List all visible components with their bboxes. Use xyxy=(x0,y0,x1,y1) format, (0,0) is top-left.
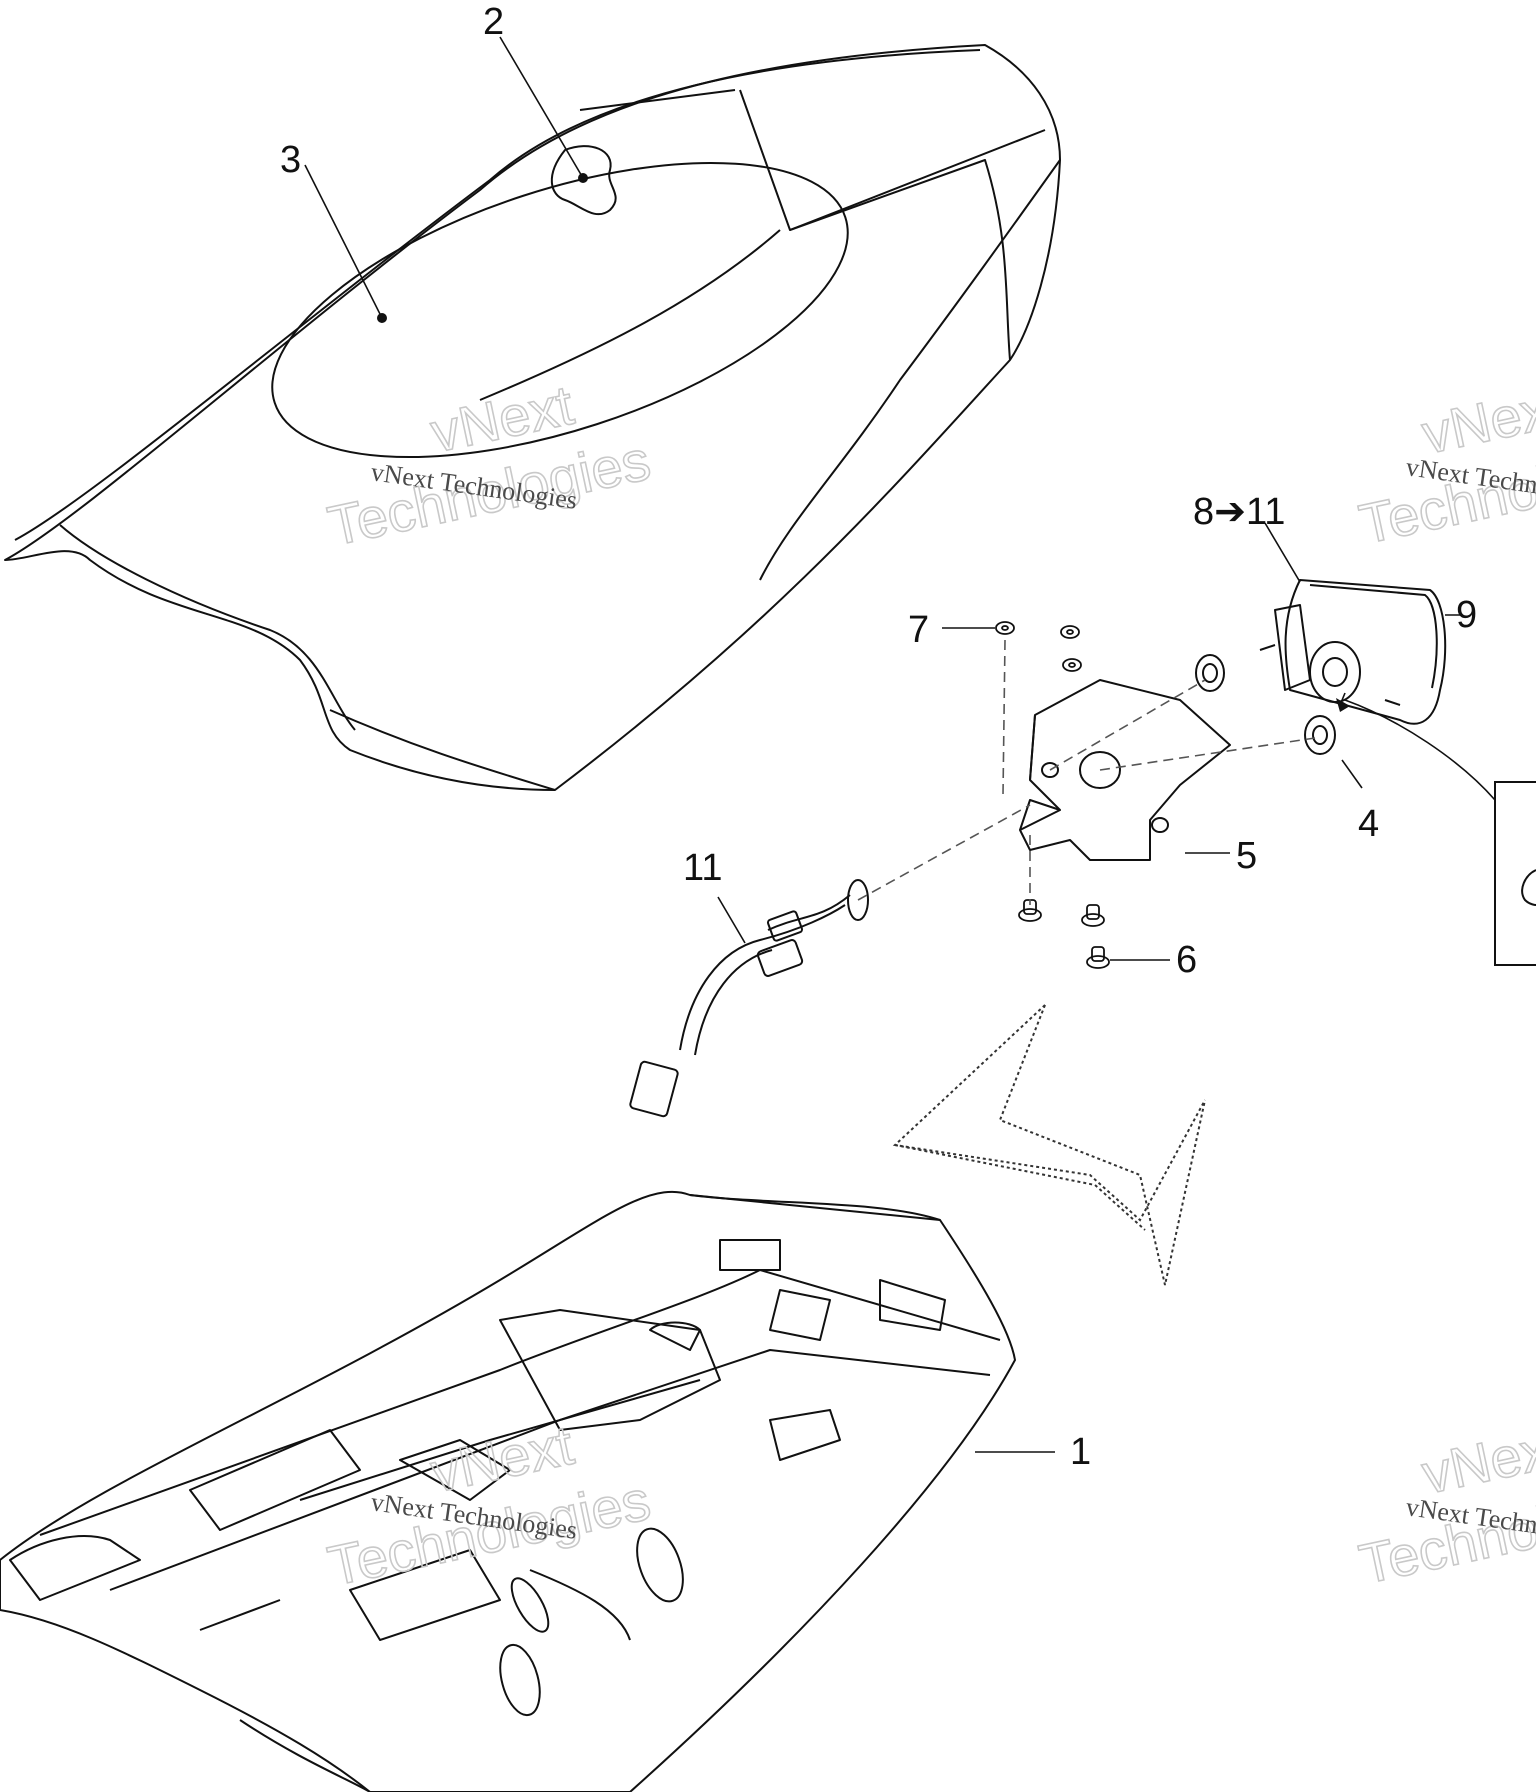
leader-dots xyxy=(377,173,1350,712)
callout-11: 11 xyxy=(683,847,722,889)
callout-2: 2 xyxy=(483,1,504,43)
grommets-part-4 xyxy=(1195,654,1336,755)
watermark-right-bottom: vNext Technologies xyxy=(1353,1413,1536,1596)
assembly-guides xyxy=(857,639,1316,905)
callout-8-11: 8➔11 xyxy=(1193,491,1285,533)
callout-7: 7 xyxy=(908,609,929,651)
callout-1: 1 xyxy=(1070,1431,1091,1473)
tail-light xyxy=(1259,579,1447,725)
callout-numbers: 1 2 3 4 5 6 7 8➔11 9 11 xyxy=(280,1,1477,1473)
callout-6: 6 xyxy=(1176,939,1197,981)
wiring-harness xyxy=(629,879,869,1118)
callout-9: 9 xyxy=(1456,594,1477,636)
callout-4: 4 xyxy=(1358,803,1379,845)
nuts-part-7 xyxy=(995,621,1082,672)
watermark-right-top: vNext Technologies xyxy=(1353,373,1536,556)
watermark-center-top: vNext Technologies xyxy=(322,372,656,558)
watermark-line1-right: vNext xyxy=(1417,374,1536,465)
screws-part-6 xyxy=(1018,899,1110,969)
light-bracket xyxy=(1019,679,1231,861)
dashed-outline xyxy=(892,1004,1206,1286)
watermark-line1-right-bottom: vNext xyxy=(1417,1414,1536,1505)
seat-cover xyxy=(4,44,1061,791)
seat-base xyxy=(0,1190,1016,1792)
leader-lines xyxy=(304,36,1496,1453)
callout-3: 3 xyxy=(280,139,301,181)
callout-5: 5 xyxy=(1236,835,1257,877)
detail-inset xyxy=(1494,781,1536,966)
